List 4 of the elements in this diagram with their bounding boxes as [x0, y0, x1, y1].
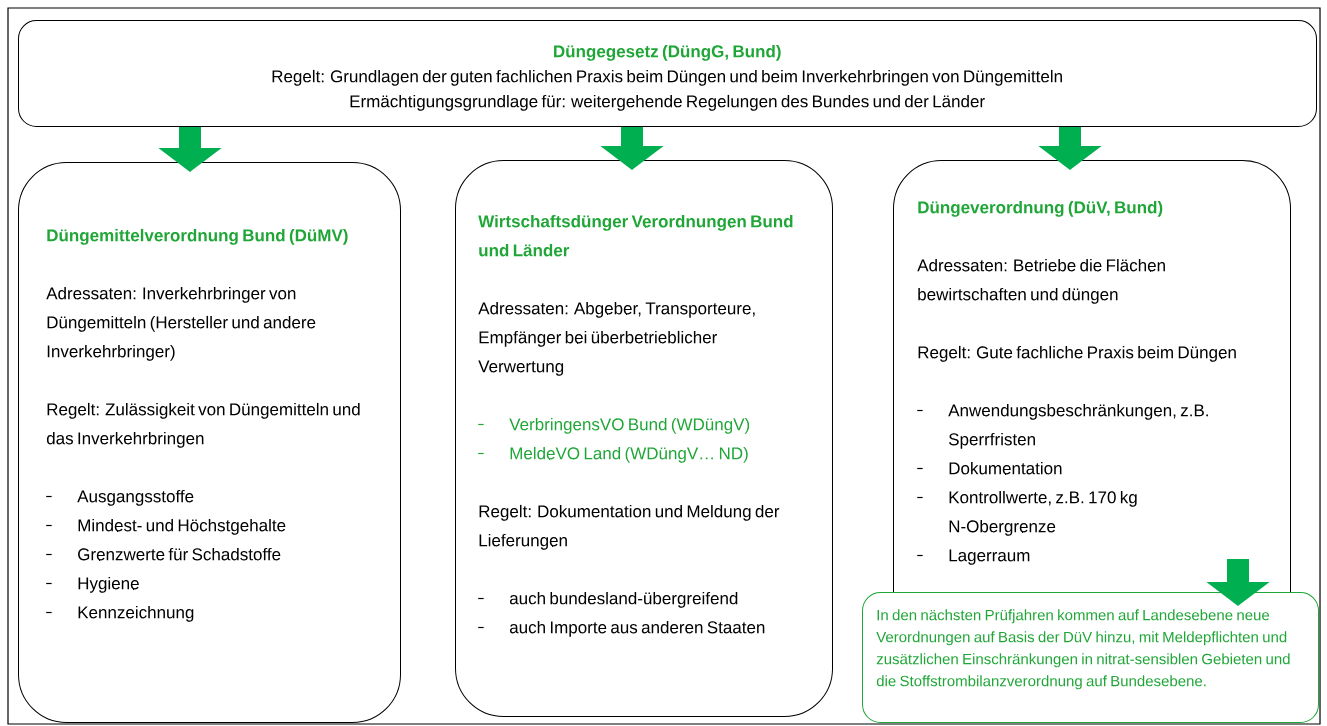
regulation-box: Wirtschaftsdünger Verordnungen Bund und Länder Adressaten: Abgeber, Transporteure, Empfänger bei überbetrieblicher Verwertung VerbringensVO Bund (WDüngV) MeldeVO Land (WDüngV… ND) Regelt: Dokumentation und Meldung der Lieferungen auch bundesland-übergreifend auch Importe aus anderen Staaten [455, 160, 833, 717]
note-box: In den nächsten Prüfjahren kommen auf Landesebene neue Verordnungen auf Basis der DüV hinzu, mit Meldepflichten und zusätzlichen Einschränkungen in nitrat-sensiblen Gebieten und die Stoffstrombilanzverordnung auf Bundesebene. [862, 592, 1319, 723]
regulation-box: Düngemittelverordnung Bund (DüMV) Adressaten: Inverkehrbringer von Düngemitteln (Hersteller und andere Inverkehrbringer) Regelt: Zulässigkeit von Düngemitteln und das Inverkehrbringen Ausgangsstoffe Mindest- und Höchstgehalte Grenzwerte für Schadstoffe Hygiene Kennzeichnung [18, 162, 401, 723]
law-box: Düngegesetz (DüngG, Bund) Regelt: Grundlagen der guten fachlichen Praxis beim Düngen und beim Inverkehrbringen von Düngemitteln Ermächtigungsgrundlage für: weitergehende Regelungen des Bundes und der Länder [18, 20, 1317, 127]
